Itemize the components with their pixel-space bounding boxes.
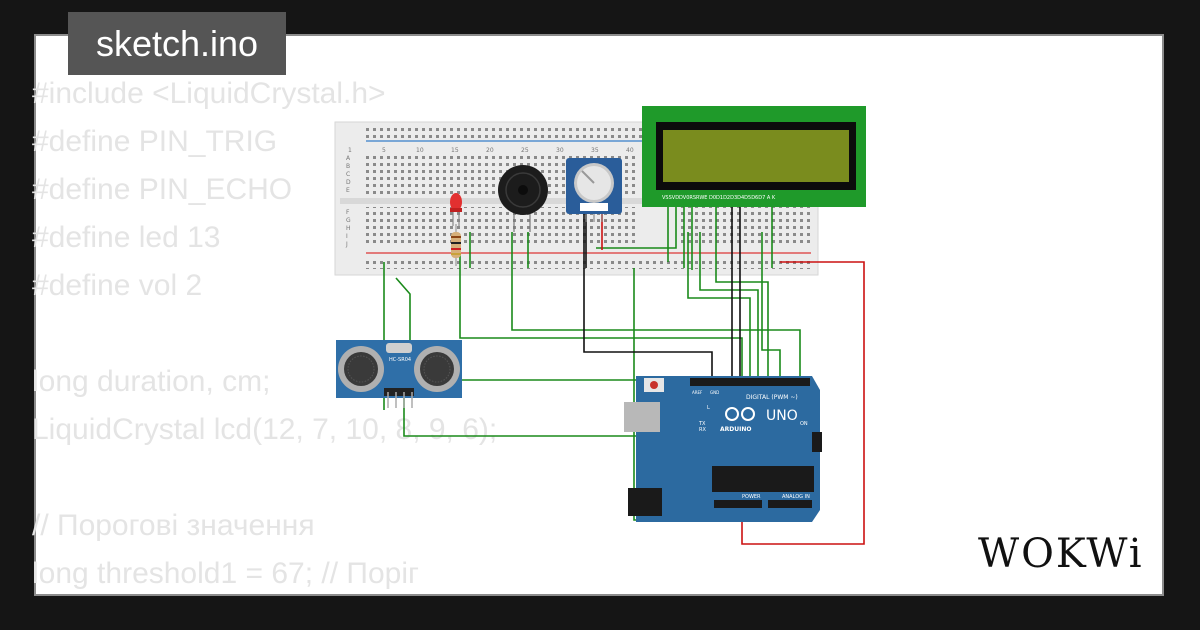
breadboard-row-letter: H: [346, 225, 351, 232]
breadboard-column-number: 25: [521, 147, 529, 154]
svg-text:WOKWi: WOKWi: [978, 531, 1144, 577]
breadboard-row-letter: A: [346, 155, 351, 162]
uno-label: UNO: [766, 408, 798, 424]
tx-label: TX: [698, 421, 706, 427]
breadboard-column-number: 10: [416, 147, 424, 154]
power-header-label: POWER: [742, 494, 761, 500]
breadboard-row-letter: D: [346, 179, 351, 186]
breadboard-column-number: 1: [348, 147, 352, 154]
code-line: #define led 13: [32, 221, 221, 254]
l-led-label: L: [707, 405, 710, 411]
rx-label: RX: [699, 427, 706, 433]
breadboard-row-letter: G: [346, 217, 351, 224]
breadboard-column-number: 5: [382, 147, 386, 154]
breadboard-column-number: 35: [591, 147, 599, 154]
sketch-tab[interactable]: sketch.ino: [68, 12, 286, 75]
code-line: long duration, cm;: [32, 365, 271, 398]
breadboard-row-letter: C: [346, 171, 350, 178]
wokwi-logo: WOKWi: [978, 531, 1144, 577]
arduino-logo-icon: [725, 407, 755, 421]
code-line: #include <LiquidCrystal.h>: [32, 77, 386, 110]
potentiometer[interactable]: [566, 158, 622, 222]
breadboard-row-letter: B: [346, 163, 350, 170]
lcd-pin-labels: VSSVDDV0RSRWE D0D1D2D3D4D5D6D7 A K: [662, 195, 776, 201]
sensor-model-label: HC-SR04: [389, 357, 411, 363]
analog-header-label: ANALOG IN: [782, 494, 810, 500]
arduino-brand-label: ARDUINO: [720, 426, 751, 433]
breadboard-row-letter: F: [346, 209, 350, 216]
breadboard-column-number: 20: [486, 147, 494, 154]
breadboard-row-letter: E: [346, 187, 350, 194]
gnd-label: GND: [710, 390, 719, 395]
lcd-display[interactable]: VSSVDDV0RSRWE D0D1D2D3D4D5D6D7 A K: [642, 106, 866, 207]
arduino-uno[interactable]: DIGITAL (PWM ~) UNO ARDUINO L TX RX ON P…: [624, 376, 822, 522]
code-line: #define vol 2: [32, 269, 203, 302]
code-line: long threshold1 = 67; // Поріг: [32, 557, 419, 590]
breadboard-column-number: 30: [556, 147, 564, 154]
ultrasonic-sensor[interactable]: HC-SR04: [336, 340, 462, 408]
on-label: ON: [800, 421, 808, 427]
wires-black: [583, 200, 741, 380]
digital-header-label: DIGITAL (PWM ~): [746, 394, 798, 401]
aref-label: AREF: [692, 390, 703, 395]
breadboard-column-number: 40: [626, 147, 634, 154]
breadboard-column-number: 15: [451, 147, 459, 154]
buzzer[interactable]: [498, 165, 548, 232]
code-line: #define PIN_TRIG: [32, 125, 278, 158]
code-line: #define PIN_ECHO: [32, 173, 293, 206]
code-line: LiquidCrystal lcd(12, 7, 10, 8, 9, 6);: [32, 413, 498, 446]
code-editor: #include <LiquidCrystal.h> #define PIN_TR…: [32, 70, 497, 598]
code-line: // Порогові значення: [32, 509, 315, 542]
breadboard-row-letter: J: [345, 241, 348, 248]
breadboard-row-letter: I: [346, 233, 348, 240]
resistor[interactable]: [451, 224, 461, 266]
led[interactable]: [450, 193, 462, 226]
